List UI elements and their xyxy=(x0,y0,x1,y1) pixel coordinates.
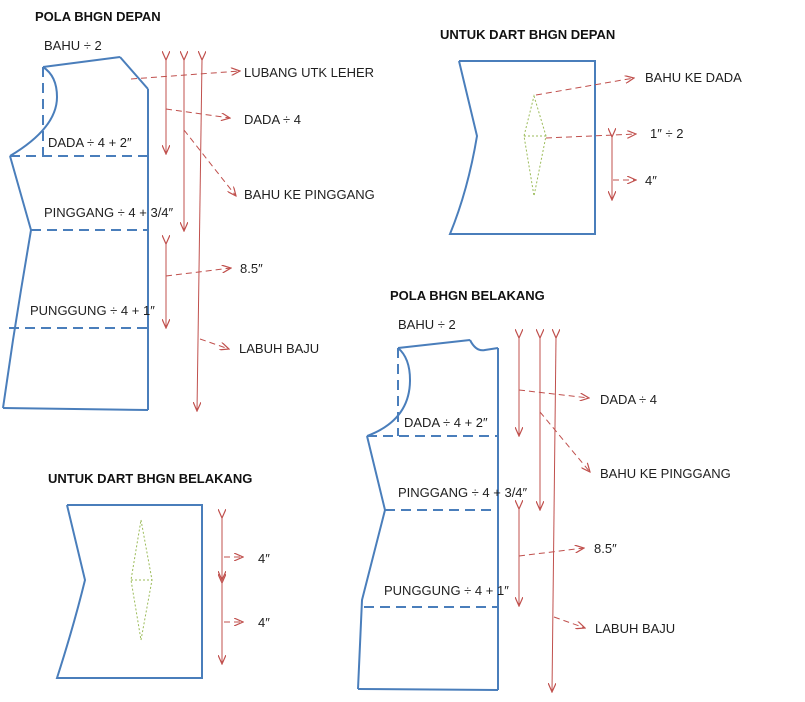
back-dart-title: UNTUK DART BHGN BELAKANG xyxy=(48,471,252,486)
back-callout-jarak: 8.5″ xyxy=(594,541,617,556)
front-callout-bahu-pinggang: BAHU KE PINGGANG xyxy=(244,187,375,202)
back-title: POLA BHGN BELAKANG xyxy=(390,288,545,303)
front-callout-labuh: LABUH BAJU xyxy=(239,341,319,356)
front-dart-block: UNTUK DART BHGN DEPAN BAHU KE DADA 1″ ÷ … xyxy=(440,27,742,235)
back-dart-outline xyxy=(55,504,203,679)
back-shoulder-line xyxy=(397,339,471,349)
back-punggung-label: PUNGGUNG ÷ 4 + 1″ xyxy=(384,583,509,598)
back-bahu-label: BAHU ÷ 2 xyxy=(398,317,456,332)
front-labels: POLA BHGN DEPAN BAHU ÷ 2 DADA ÷ 4 + 2″ P… xyxy=(30,9,375,356)
front-leader-labuh xyxy=(199,338,229,349)
front-callout-jarak: 8.5″ xyxy=(240,261,263,276)
front-pinggang-label: PINGGANG ÷ 4 + 3/4″ xyxy=(44,205,174,220)
front-dart-leader-lebar xyxy=(545,134,636,139)
back-leader-bahu-pinggang xyxy=(539,411,590,472)
front-leader-bahu-pinggang xyxy=(183,129,236,196)
back-callout-bahu-pinggang: BAHU KE PINGGANG xyxy=(600,466,731,481)
front-bahu-label: BAHU ÷ 2 xyxy=(44,38,102,53)
back-pinggang-label: PINGGANG ÷ 4 + 3/4″ xyxy=(398,485,528,500)
front-punggung-label: PUNGGUNG ÷ 4 + 1″ xyxy=(30,303,155,318)
front-shoulder-line xyxy=(42,56,121,68)
back-neck-curve xyxy=(469,339,499,352)
front-dart-leader-bahu xyxy=(535,78,634,96)
front-callout-dada: DADA ÷ 4 xyxy=(244,112,301,127)
back-measure-arrows xyxy=(519,338,590,692)
front-side-seam xyxy=(2,155,33,409)
front-arrow-length xyxy=(197,60,202,411)
front-dart-outline xyxy=(448,60,596,235)
front-measure-arrows xyxy=(130,60,240,411)
back-dada-label: DADA ÷ 4 + 2″ xyxy=(404,415,488,430)
front-callout-lubang: LUBANG UTK LEHER xyxy=(244,65,374,80)
back-dart-block: UNTUK DART BHGN BELAKANG 4″ 4″ xyxy=(48,471,270,679)
front-dart-diamond xyxy=(523,94,547,197)
front-dart-tinggi: 4″ xyxy=(645,173,657,188)
front-dart-bahu-dada: BAHU KE DADA xyxy=(645,70,742,85)
back-armhole xyxy=(366,347,412,437)
back-callout-dada: DADA ÷ 4 xyxy=(600,392,657,407)
front-dart-lebar: 1″ ÷ 2 xyxy=(650,126,683,141)
back-dart-atas: 4″ xyxy=(258,551,270,566)
back-leader-labuh xyxy=(553,616,585,628)
back-callout-labuh: LABUH BAJU xyxy=(595,621,675,636)
back-dart-bawah: 4″ xyxy=(258,615,270,630)
back-pattern xyxy=(357,339,499,691)
back-dart-diamond xyxy=(130,519,153,641)
front-leader-neck xyxy=(130,71,240,80)
front-leader-chest xyxy=(165,108,230,118)
front-pattern xyxy=(2,56,149,411)
back-arrow-length xyxy=(552,338,556,692)
back-labels: POLA BHGN BELAKANG BAHU ÷ 2 DADA ÷ 4 + 2… xyxy=(384,288,731,636)
front-dada-label: DADA ÷ 4 + 2″ xyxy=(48,135,132,150)
back-leader-jarak xyxy=(518,548,584,557)
front-hem-line xyxy=(2,407,149,411)
front-neck-curve xyxy=(119,56,149,90)
back-side-seam xyxy=(357,435,387,690)
front-armhole xyxy=(9,66,59,157)
front-dart-title: UNTUK DART BHGN DEPAN xyxy=(440,27,615,42)
front-leader-jarak xyxy=(165,268,231,277)
front-title: POLA BHGN DEPAN xyxy=(35,9,161,24)
back-leader-chest xyxy=(518,389,589,398)
back-hem-line xyxy=(357,688,499,691)
front-outline xyxy=(3,57,148,410)
